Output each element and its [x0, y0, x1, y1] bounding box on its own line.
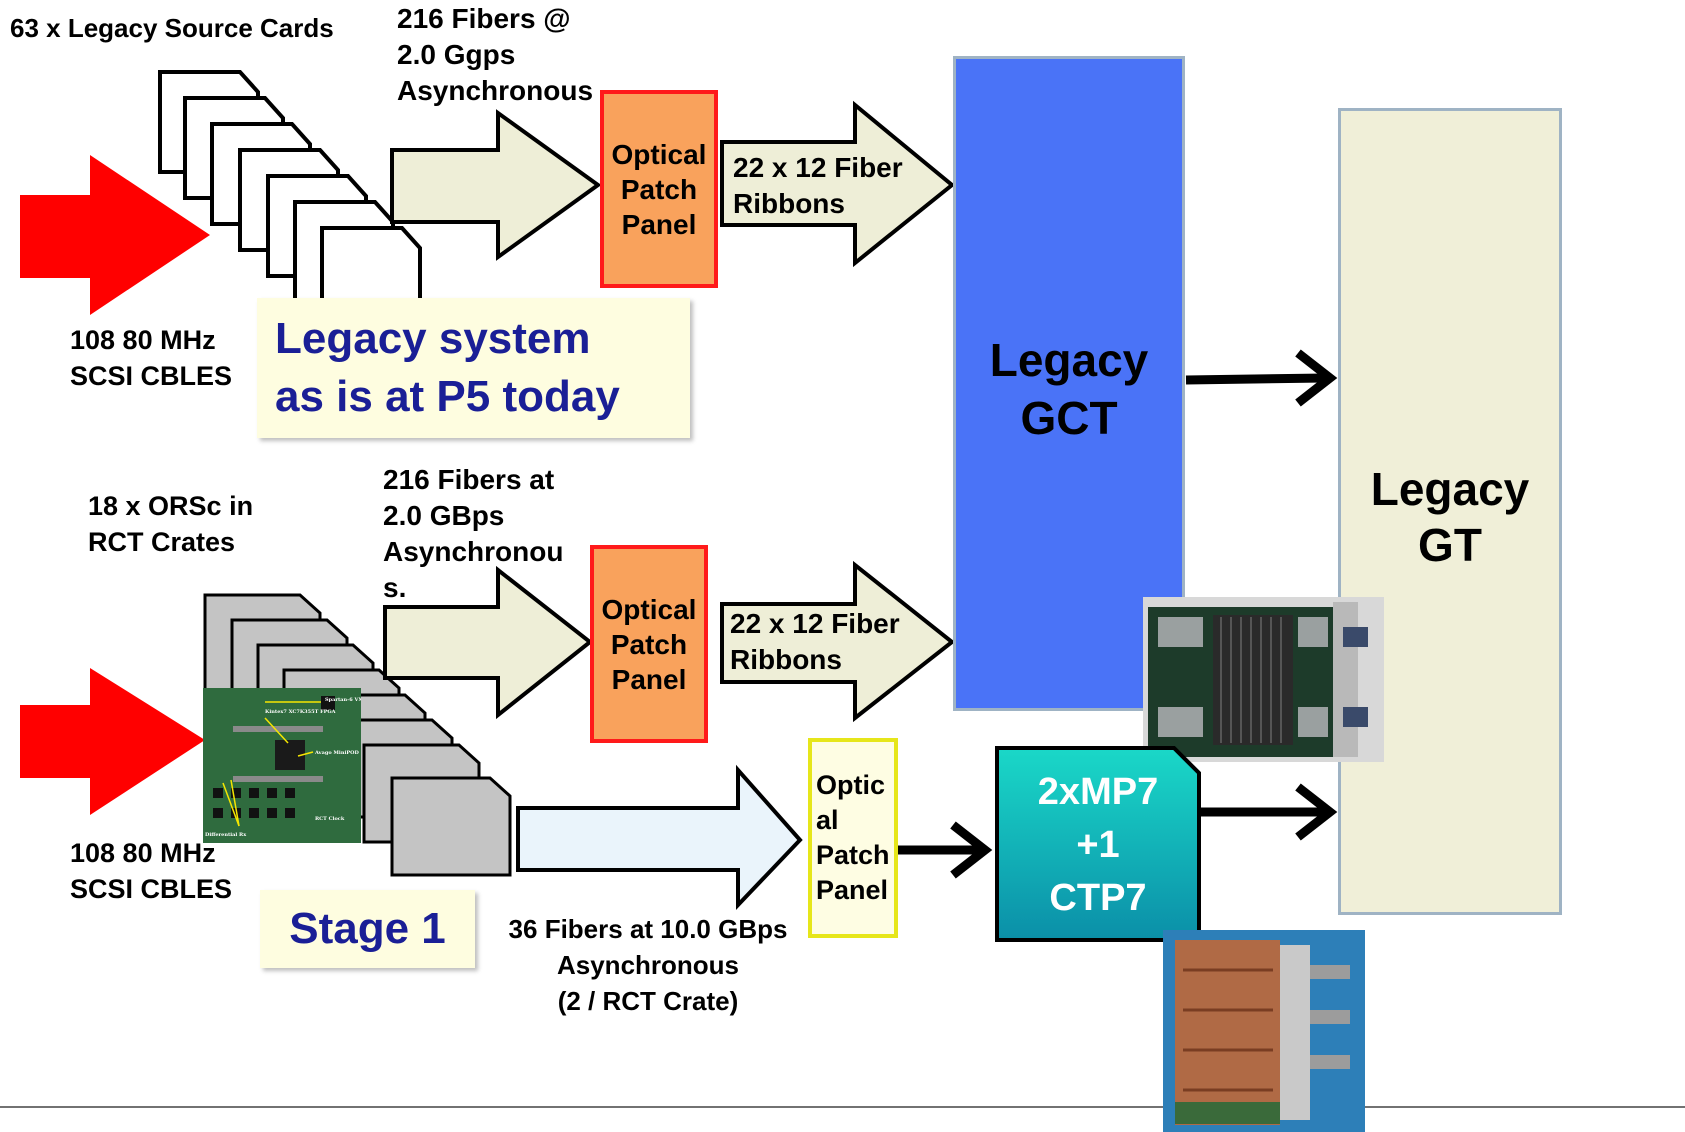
- legacy-optical-patch-panel: Optical Patch Panel: [600, 90, 718, 288]
- orsc-board-photo: Spartan-6 VME Kintex7 XC7K355T FPGA Avag…: [203, 688, 361, 843]
- mp7-ctp7-text: 2xMP7 +1 CTP7: [1037, 770, 1159, 919]
- legacy-gt-box: Legacy GT: [1338, 108, 1562, 915]
- legacy-input-arrow: [20, 155, 210, 315]
- legacy-ribbon-arrow: [720, 100, 956, 268]
- legacy-fiber-arrow: [390, 109, 602, 261]
- stage1-ribbon-arrow: [720, 560, 956, 723]
- stage1-input-arrow: [20, 668, 205, 815]
- stage1-fibers-label: 216 Fibers at 2.0 GBps Asynchronou s.: [383, 464, 564, 603]
- fast-fiber-arrow: [516, 764, 803, 910]
- legacy-source-cards: [158, 70, 422, 330]
- stage1-scsi-label: 108 80 MHz SCSI CBLES: [70, 838, 233, 904]
- stage1-ribbons-label: 22 x 12 Fiber Ribbons: [730, 608, 900, 675]
- orsc-label: 18 x ORSc in RCT Crates: [88, 491, 254, 557]
- board-annotation-rx: Differential Rx: [205, 832, 247, 838]
- board-annotation-vme: Spartan-6 VME: [325, 697, 361, 703]
- legacy-ribbons-label: 22 x 12 Fiber Ribbons: [733, 152, 903, 219]
- ctp7-board-photo: [1163, 930, 1365, 1132]
- legacy-callout: Legacy system as is at P5 today: [257, 298, 690, 438]
- stage1-optical-patch-panel: Optical Patch Panel: [590, 545, 708, 743]
- orsc-cards: [203, 593, 512, 877]
- mp7-ctp7-box: [995, 746, 1201, 942]
- legacy-gt-label: Legacy GT: [1370, 463, 1530, 571]
- connector-arrows: [898, 349, 1338, 879]
- mp7-board-photo: [1143, 597, 1384, 762]
- stage1-callout: Stage 1: [260, 890, 475, 968]
- stage1-small-patch-panel: Optic al Patch Panel: [808, 738, 898, 938]
- stage1-fiber-arrow: [383, 565, 594, 720]
- legacy-scsi-label: 108 80 MHz SCSI CBLES: [70, 325, 233, 391]
- board-annotation-fpga: Kintex7 XC7K355T FPGA: [265, 709, 336, 715]
- legacy-source-cards-label: 63 x Legacy Source Cards: [10, 13, 334, 43]
- fast-fibers-label: 36 Fibers at 10.0 GBps Asynchronous (2 /…: [508, 914, 788, 1016]
- legacy-fibers-label: 216 Fibers @ 2.0 Ggps Asynchronous: [397, 3, 594, 106]
- board-annotation-minipod: Avago MiniPOD: [314, 750, 359, 756]
- board-annotation-clock: RCT Clock: [315, 816, 345, 822]
- legacy-gct-label: Legacy GCT: [989, 334, 1149, 444]
